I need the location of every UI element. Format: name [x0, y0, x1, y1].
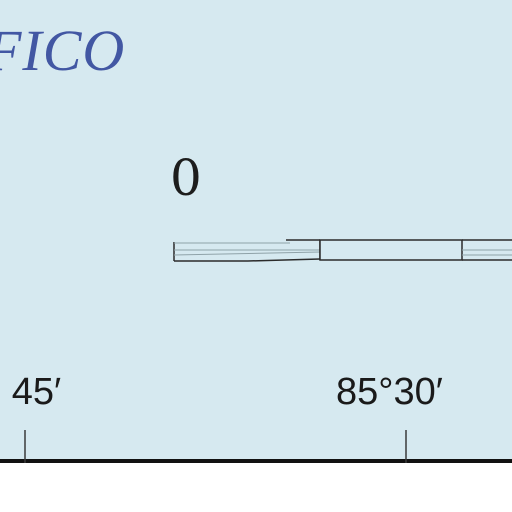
- longitude-label-left: ° 45′: [0, 371, 62, 413]
- scale-bar-zero-label: 0: [170, 149, 202, 207]
- longitude-label-right: 85°30′: [336, 371, 443, 413]
- scale-bar-segment-1: [173, 239, 321, 262]
- scale-bar: [173, 239, 512, 262]
- map-water-area: FICO 0 ° 45′ 85°30′: [0, 0, 512, 460]
- ocean-name-label: FICO: [0, 18, 126, 83]
- scale-bar-segment-3: [462, 239, 512, 261]
